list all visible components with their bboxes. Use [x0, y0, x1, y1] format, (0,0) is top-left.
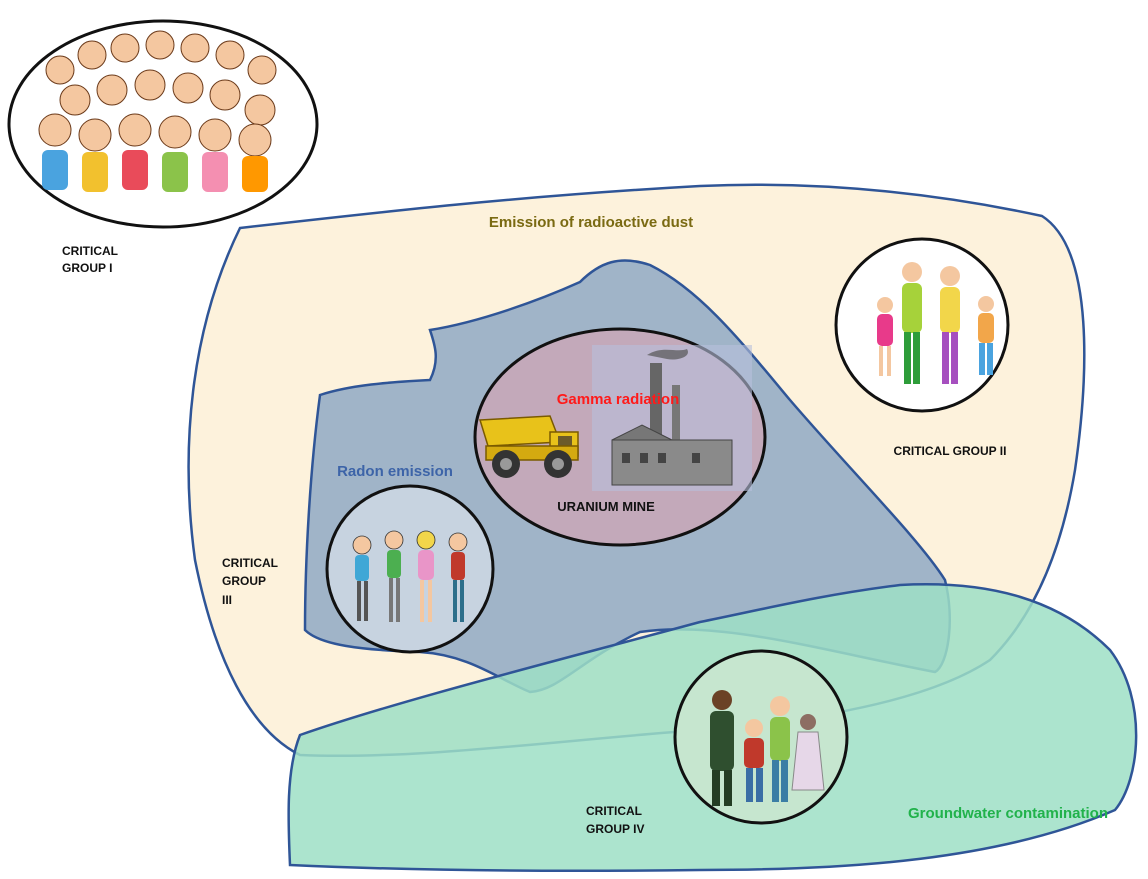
critical-group-3-label-line1: CRITICAL: [222, 556, 278, 570]
family-icon: [877, 262, 994, 384]
children-crowd-icon: [38, 30, 277, 192]
groundwater-zone-label: Groundwater contamination: [908, 805, 1108, 822]
uranium-mine-label: URANIUM MINE: [557, 499, 655, 514]
critical-group-1-label-line2: GROUP I: [62, 261, 112, 275]
critical-group-3-label-line2: GROUP: [222, 574, 266, 588]
dust-zone-label: Emission of radioactive dust: [489, 214, 693, 231]
radon-zone-label: Radon emission: [337, 463, 453, 480]
critical-group-3-circle: [325, 484, 495, 654]
critical-group-1-label-line1: CRITICAL: [62, 244, 118, 258]
factory-icon: [592, 345, 752, 491]
critical-group-2-label: CRITICAL GROUP II: [894, 444, 1007, 458]
dump-truck-icon: [479, 415, 579, 478]
critical-group-3-label-line3: III: [222, 593, 232, 607]
teenagers-icon: [352, 530, 468, 622]
gamma-zone-label: Gamma radiation: [557, 391, 680, 408]
critical-group-4-label-line1: CRITICAL: [586, 804, 642, 818]
critical-group-4-label-line2: GROUP IV: [586, 822, 644, 836]
adults-group-icon: [710, 690, 825, 806]
